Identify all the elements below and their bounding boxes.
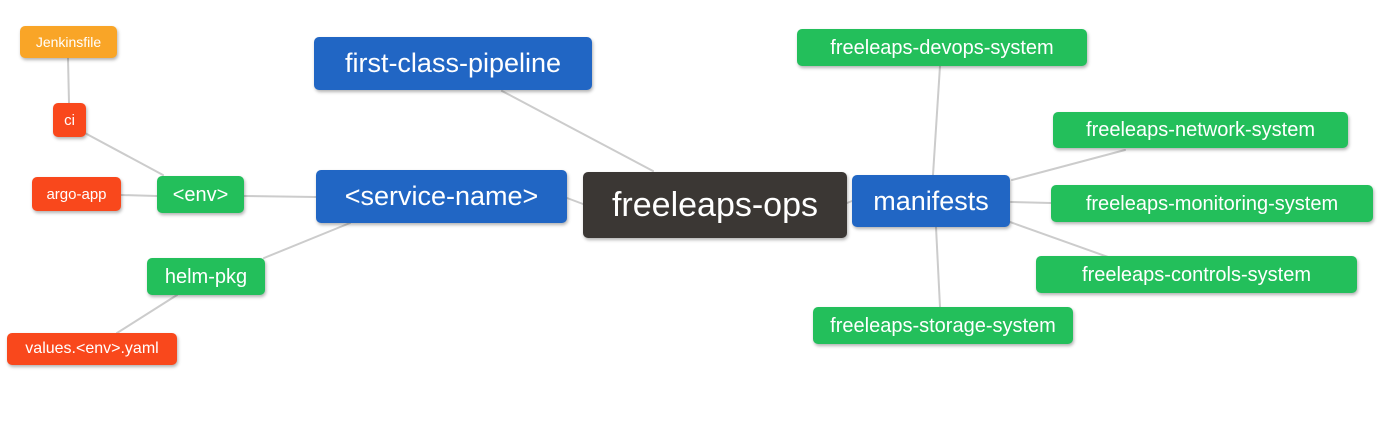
edge-manifests--freeleaps-storage-system bbox=[935, 226, 941, 308]
node-freeleaps-storage-system[interactable]: freeleaps-storage-system bbox=[813, 307, 1073, 344]
node-freeleaps-devops-system[interactable]: freeleaps-devops-system bbox=[797, 29, 1087, 66]
node-values-env-yaml[interactable]: values.<env>.yaml bbox=[7, 333, 177, 365]
edge-manifests--freeleaps-controls-system bbox=[1009, 221, 1109, 258]
edge-freeleaps-ops--manifests bbox=[846, 200, 853, 204]
edge-helm-pkg--service-name bbox=[263, 222, 351, 259]
edge-env--service-name bbox=[243, 195, 317, 198]
edge-values-env-yaml--helm-pkg bbox=[116, 294, 178, 334]
node-service-name[interactable]: <service-name> bbox=[316, 170, 567, 223]
edge-jenkinsfile--ci bbox=[67, 57, 70, 104]
node-first-class-pipeline[interactable]: first-class-pipeline bbox=[314, 37, 592, 90]
edge-manifests--freeleaps-devops-system bbox=[932, 65, 941, 176]
node-argo-app[interactable]: argo-app bbox=[32, 177, 121, 211]
edge-service-name--freeleaps-ops bbox=[566, 197, 584, 205]
node-jenkinsfile[interactable]: Jenkinsfile bbox=[20, 26, 117, 58]
node-ci[interactable]: ci bbox=[53, 103, 86, 137]
node-helm-pkg[interactable]: helm-pkg bbox=[147, 258, 265, 295]
node-freeleaps-monitoring-system[interactable]: freeleaps-monitoring-system bbox=[1051, 185, 1373, 222]
node-manifests[interactable]: manifests bbox=[852, 175, 1010, 227]
edge-first-class-pipeline--freeleaps-ops bbox=[501, 90, 654, 172]
node-freeleaps-network-system[interactable]: freeleaps-network-system bbox=[1053, 112, 1348, 148]
node-env[interactable]: <env> bbox=[157, 176, 244, 213]
edge-ci--env bbox=[82, 131, 164, 176]
node-freeleaps-controls-system[interactable]: freeleaps-controls-system bbox=[1036, 256, 1357, 293]
node-freeleaps-ops[interactable]: freeleaps-ops bbox=[583, 172, 847, 238]
edge-manifests--freeleaps-network-system bbox=[1011, 149, 1126, 181]
edge-manifests--freeleaps-monitoring-system bbox=[1010, 201, 1052, 204]
edge-argo-app--env bbox=[120, 194, 158, 197]
